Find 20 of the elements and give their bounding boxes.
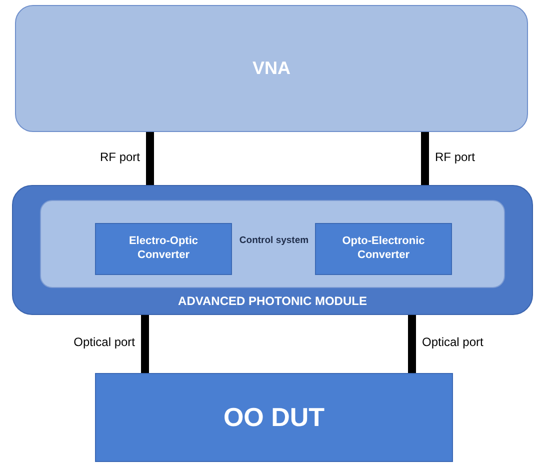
port-label: RF port bbox=[100, 148, 140, 166]
module-title: ADVANCED PHOTONIC MODULE bbox=[177, 293, 368, 310]
box-label: OO DUT bbox=[223, 401, 325, 434]
connector-line bbox=[146, 132, 154, 185]
converter-box bbox=[315, 223, 452, 275]
instrument-box bbox=[15, 5, 528, 132]
connector-line bbox=[141, 315, 149, 373]
device-box bbox=[95, 373, 453, 462]
module-box bbox=[12, 185, 533, 315]
connector-line bbox=[421, 132, 429, 185]
connector-line bbox=[408, 315, 416, 373]
converter-box bbox=[95, 223, 232, 275]
port-label: Optical port bbox=[74, 334, 135, 351]
box-label: Opto-Electronic Converter bbox=[341, 235, 426, 263]
control-panel bbox=[40, 200, 505, 288]
panel-label: Control system bbox=[238, 235, 310, 247]
port-label: RF port bbox=[435, 148, 476, 166]
box-label: VNA bbox=[252, 57, 290, 80]
box-label: Electro-Optic Converter bbox=[128, 235, 200, 263]
port-label: Optical port bbox=[422, 334, 484, 351]
